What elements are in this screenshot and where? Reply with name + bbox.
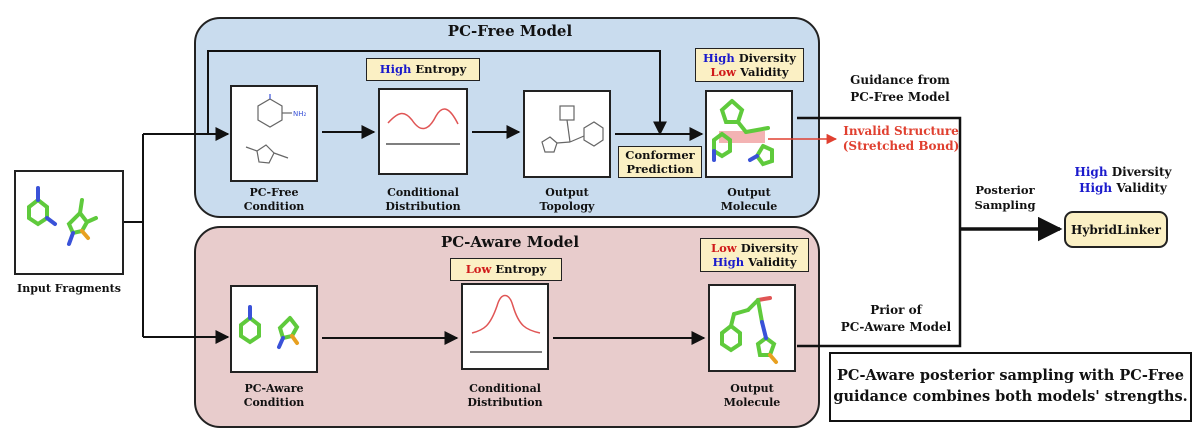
pc-aware-title: PC-Aware Model: [440, 233, 580, 251]
molecule-icon: [27, 186, 98, 246]
pc-free-quality-tag: High Diversity Low Validity: [695, 48, 804, 82]
summary-box: PC-Aware posterior sampling with PC-Free…: [829, 352, 1192, 422]
amine-label: NH₂: [293, 110, 307, 118]
hybrid-quality-label: High Diversity High Validity: [1074, 165, 1172, 195]
pc-aware-output-molecule-card: [708, 284, 796, 372]
conformer-prediction-tag: Conformer Prediction: [618, 146, 702, 178]
pc-aware-entropy-tag: Low Entropy: [450, 258, 562, 281]
pc-free-title: PC-Free Model: [447, 22, 573, 40]
distribution-curve-icon: [386, 108, 460, 145]
output-topology-card: [523, 90, 611, 178]
molecule-icon: [720, 296, 778, 364]
molecule-icon: [245, 94, 292, 164]
molecule-icon: [541, 105, 604, 153]
input-fragments-label: Input Fragments: [17, 282, 121, 295]
pc-free-flow-arrows: [207, 50, 704, 141]
hybridlinker-box: HybridLinker: [1064, 211, 1168, 248]
pc-aware-quality-tag: Low Diversity High Validity: [700, 238, 809, 272]
summary-line-2: guidance combines both models' strengths…: [833, 388, 1188, 405]
pc-aware-distribution-card: [461, 283, 549, 370]
molecule-icon: [712, 99, 774, 167]
input-split-arrows: [124, 127, 230, 344]
invalid-structure-label: Invalid Structure(Stretched Bond): [842, 124, 960, 153]
pc-free-entropy-tag: High Entropy: [366, 58, 480, 81]
pc-aware-condition-card: [230, 285, 318, 373]
distribution-curve-icon: [470, 294, 542, 353]
summary-line-1: PC-Aware posterior sampling with PC-Free: [837, 367, 1184, 384]
merge-arrows: [797, 116, 1063, 348]
pc-free-distribution-card: [378, 88, 468, 175]
molecule-icon: [239, 305, 300, 349]
